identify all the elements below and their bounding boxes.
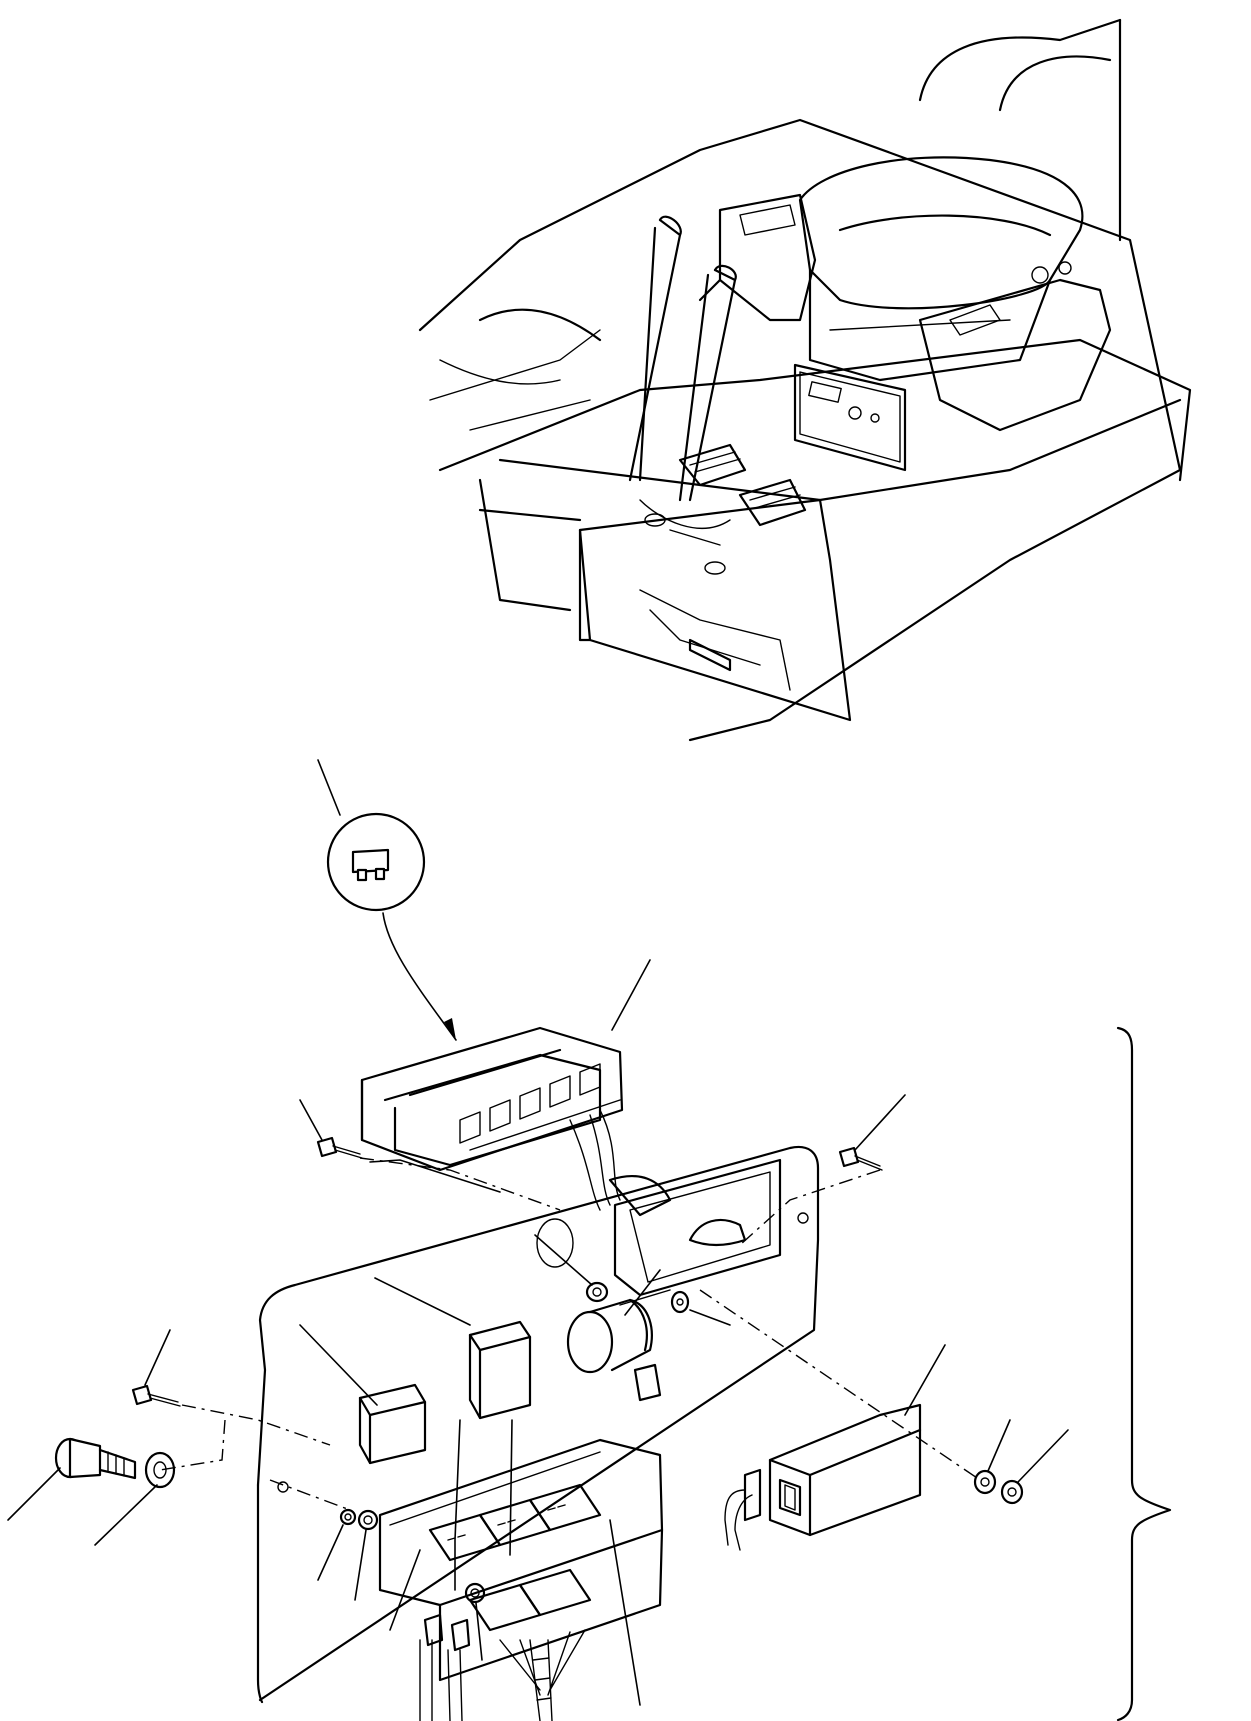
leader-nut-a [317,1524,344,1581]
leader-screw-top [369,1159,501,1193]
mounting-axes [159,1157,981,1511]
front-step-box [478,478,852,722]
screw-top-left [299,1099,363,1159]
main-harness [499,1629,586,1721]
relay-tall [374,1277,532,1420]
fuse-box [360,959,672,1217]
nuts-right [973,1419,1069,1505]
cab-overview [418,18,1192,742]
panel-exploded-view [7,759,1172,1721]
screw-top-right [838,1094,906,1171]
left-console [698,193,817,322]
leader-fuse [317,759,341,816]
operator-seat [798,18,1122,382]
seat-base-panel [793,363,907,472]
controller-module [724,1344,946,1551]
panel-nuts [317,1508,486,1661]
washer-large [94,1451,176,1546]
leader-nut-b [354,1529,367,1601]
buzzer [566,1269,731,1402]
controller-connector [724,1468,762,1551]
fuse-detail-callout [317,759,457,1041]
linkage-base [639,499,731,575]
floor-platform [418,118,1192,742]
relay-sockets [428,1483,602,1632]
relay-socket-block [378,1419,664,1706]
pedals [678,443,807,527]
leader-buzzer-side [689,1309,731,1326]
wire-harness [569,1109,672,1217]
relay-small [299,1324,427,1465]
grommet [534,1234,609,1303]
right-console [918,261,1112,432]
terminal-leads [419,1613,471,1721]
leader-plate-block [389,1549,421,1631]
bolt-large [7,1437,137,1521]
mounting-plate [256,1145,820,1704]
leader-nut-c [475,1602,483,1661]
screw-left [131,1329,181,1407]
travel-levers [628,215,737,502]
fuse-slots [459,1063,621,1151]
leader-buzzer-top [624,1269,661,1316]
assembly-bracket [1116,1026,1172,1721]
